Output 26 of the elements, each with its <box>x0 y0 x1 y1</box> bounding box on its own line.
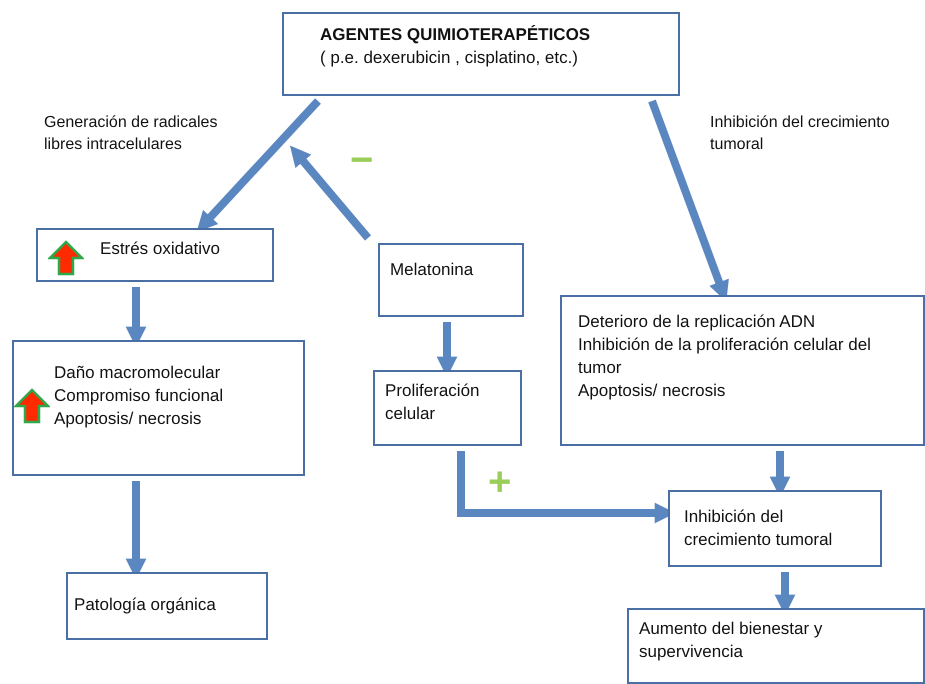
process-box <box>668 490 882 567</box>
node-text: Inhibición de la proliferación celular del tumor <box>578 334 872 379</box>
edge-label: Inhibición del crecimiento tumoral <box>710 113 890 156</box>
node-text: Apoptosis/ necrosis <box>578 380 726 402</box>
node-text: ( p.e. dexerubicin , cisplatino, etc.) <box>320 46 579 69</box>
node-text: Compromiso funcional <box>54 384 224 407</box>
process-box <box>627 608 925 684</box>
node-text: Inhibición del crecimiento tumoral <box>684 506 834 551</box>
process-box <box>373 370 522 446</box>
node-text: Deterioro de la replicación ADN <box>578 311 816 333</box>
node-text: AGENTES QUIMIOTERAPÉTICOS <box>320 24 592 46</box>
node-text: Patología orgánica <box>74 594 217 616</box>
process-box <box>560 295 925 446</box>
node-text: Proliferación celular <box>385 380 480 425</box>
node-text: Apoptosis/ necrosis <box>54 408 202 430</box>
node-text: Melatonina <box>390 259 474 281</box>
process-box <box>36 228 274 282</box>
process-box <box>12 340 305 476</box>
process-box <box>66 572 268 640</box>
node-text: Daño macromolecular <box>54 362 222 384</box>
process-box <box>378 243 524 317</box>
process-box <box>282 12 680 96</box>
node-text: Aumento del bienestar y supervivencia <box>639 618 824 663</box>
node-text: Estrés oxidativo <box>100 238 221 260</box>
edge-label: Generación de radicales libres intracelulares <box>44 113 218 156</box>
arrow <box>290 145 372 241</box>
